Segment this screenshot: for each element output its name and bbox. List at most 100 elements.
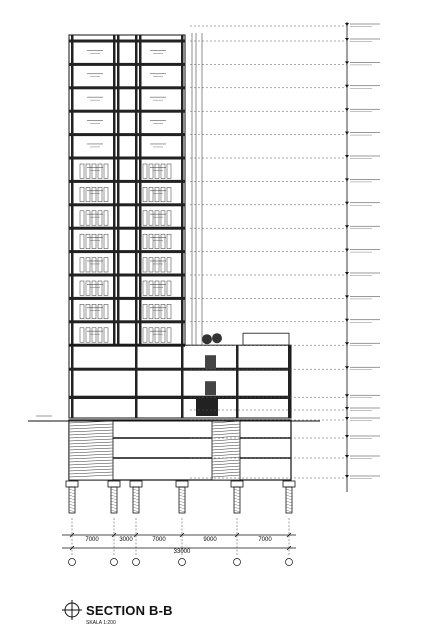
stair-window [79, 233, 85, 249]
pile-hatch [132, 500, 140, 504]
stair-window [79, 280, 85, 296]
podium-column [236, 345, 239, 418]
span-label-5: 7000 [258, 537, 272, 543]
tree-icon [212, 333, 222, 344]
stair-window [148, 327, 154, 343]
floor-slab [69, 156, 185, 160]
level-marker-icon [345, 84, 349, 88]
tower-column [117, 35, 120, 346]
pile-hatch [285, 488, 293, 492]
pile-hatch [68, 497, 76, 501]
stair-window [103, 327, 109, 343]
ramp-hatch [68, 447, 114, 451]
total-span-label: 33000 [174, 549, 191, 555]
ramp-hatch [211, 459, 241, 463]
ground-slab [69, 396, 291, 399]
dimension-lines [62, 518, 296, 566]
level-marker-icon [345, 475, 349, 478]
stair-window [91, 163, 97, 179]
level-marker-icon [345, 272, 349, 275]
pile-hatch [285, 509, 293, 513]
stair-window [97, 210, 103, 226]
ramp-hatch [211, 474, 241, 478]
stair-window [142, 304, 148, 320]
stair-window [91, 327, 97, 343]
span-label-2: 3000 [119, 537, 133, 543]
podium-column [288, 345, 291, 418]
span-label-1: 7000 [85, 537, 99, 543]
stair-window [166, 304, 172, 320]
stair-window [154, 187, 160, 203]
podium-outline [68, 344, 292, 419]
pile-hatch [68, 488, 76, 492]
pile-hatch [285, 494, 293, 498]
grid-bubble-icon [110, 558, 118, 566]
ramp-hatch [211, 462, 241, 466]
stair-window [91, 257, 97, 273]
podium-column [181, 345, 184, 418]
span-label-4: 9000 [203, 537, 217, 543]
stair-window [85, 187, 91, 203]
pile-hatch [110, 491, 118, 495]
pile-hatch [110, 503, 118, 507]
stair-window [154, 304, 160, 320]
pile-cap [175, 480, 189, 488]
ramp-hatch [211, 450, 241, 454]
level-marker-icon [345, 178, 349, 182]
stair-window [97, 163, 103, 179]
dim-tick [179, 532, 185, 538]
pile-hatch [110, 509, 118, 513]
ramp-hatch [68, 468, 114, 472]
stair-window [148, 187, 154, 203]
roof-room [242, 332, 290, 346]
dim-tick [133, 532, 139, 538]
level-marker-icon [345, 225, 349, 229]
pile-hatch [132, 491, 140, 495]
pile-hatch [178, 503, 186, 507]
ramp-hatch [68, 423, 114, 427]
pile-hatch [233, 509, 241, 513]
stair-window [103, 163, 109, 179]
stair-window [166, 327, 172, 343]
pile-hatch [68, 506, 76, 510]
ramp-hatch [211, 423, 241, 427]
ramp-hatch [68, 453, 114, 457]
stair-window [166, 233, 172, 249]
stair-window [160, 163, 166, 179]
level-marker-icon [345, 155, 349, 158]
level-marker-icon [345, 394, 349, 398]
pile-cap [282, 480, 296, 488]
stair-window [91, 280, 97, 296]
floor-slab [69, 179, 185, 183]
drawing-title: SECTION B-B [86, 603, 173, 618]
ramp-hatch [68, 429, 114, 433]
level-marker-icon [345, 201, 349, 205]
grid-bubble-icon [178, 558, 186, 566]
pile-hatch [233, 500, 241, 504]
pile-hatch [132, 503, 140, 507]
ramp-hatch [68, 471, 114, 475]
floor-slab [69, 296, 185, 300]
level-marker-icon [345, 435, 349, 438]
pile-hatch [110, 506, 118, 510]
level-marker-icon [345, 38, 349, 41]
stair-window [148, 304, 154, 320]
stair-window [160, 187, 166, 203]
stair-window [166, 187, 172, 203]
grid-bubble-icon [285, 558, 293, 566]
floor-slab [69, 273, 185, 277]
stair-window [142, 163, 148, 179]
pile-hatch [178, 506, 186, 510]
stair-window [160, 280, 166, 296]
stair-window [154, 257, 160, 273]
stair-window [91, 187, 97, 203]
ramp-hatch [211, 444, 241, 448]
pile-hatch [285, 497, 293, 501]
level-marker-icon [345, 295, 349, 299]
tower-column [71, 35, 74, 346]
stair-window [154, 163, 160, 179]
stair-window [85, 280, 91, 296]
stair-window [166, 257, 172, 273]
ramp-hatch [68, 459, 114, 463]
tower-column [181, 35, 184, 346]
